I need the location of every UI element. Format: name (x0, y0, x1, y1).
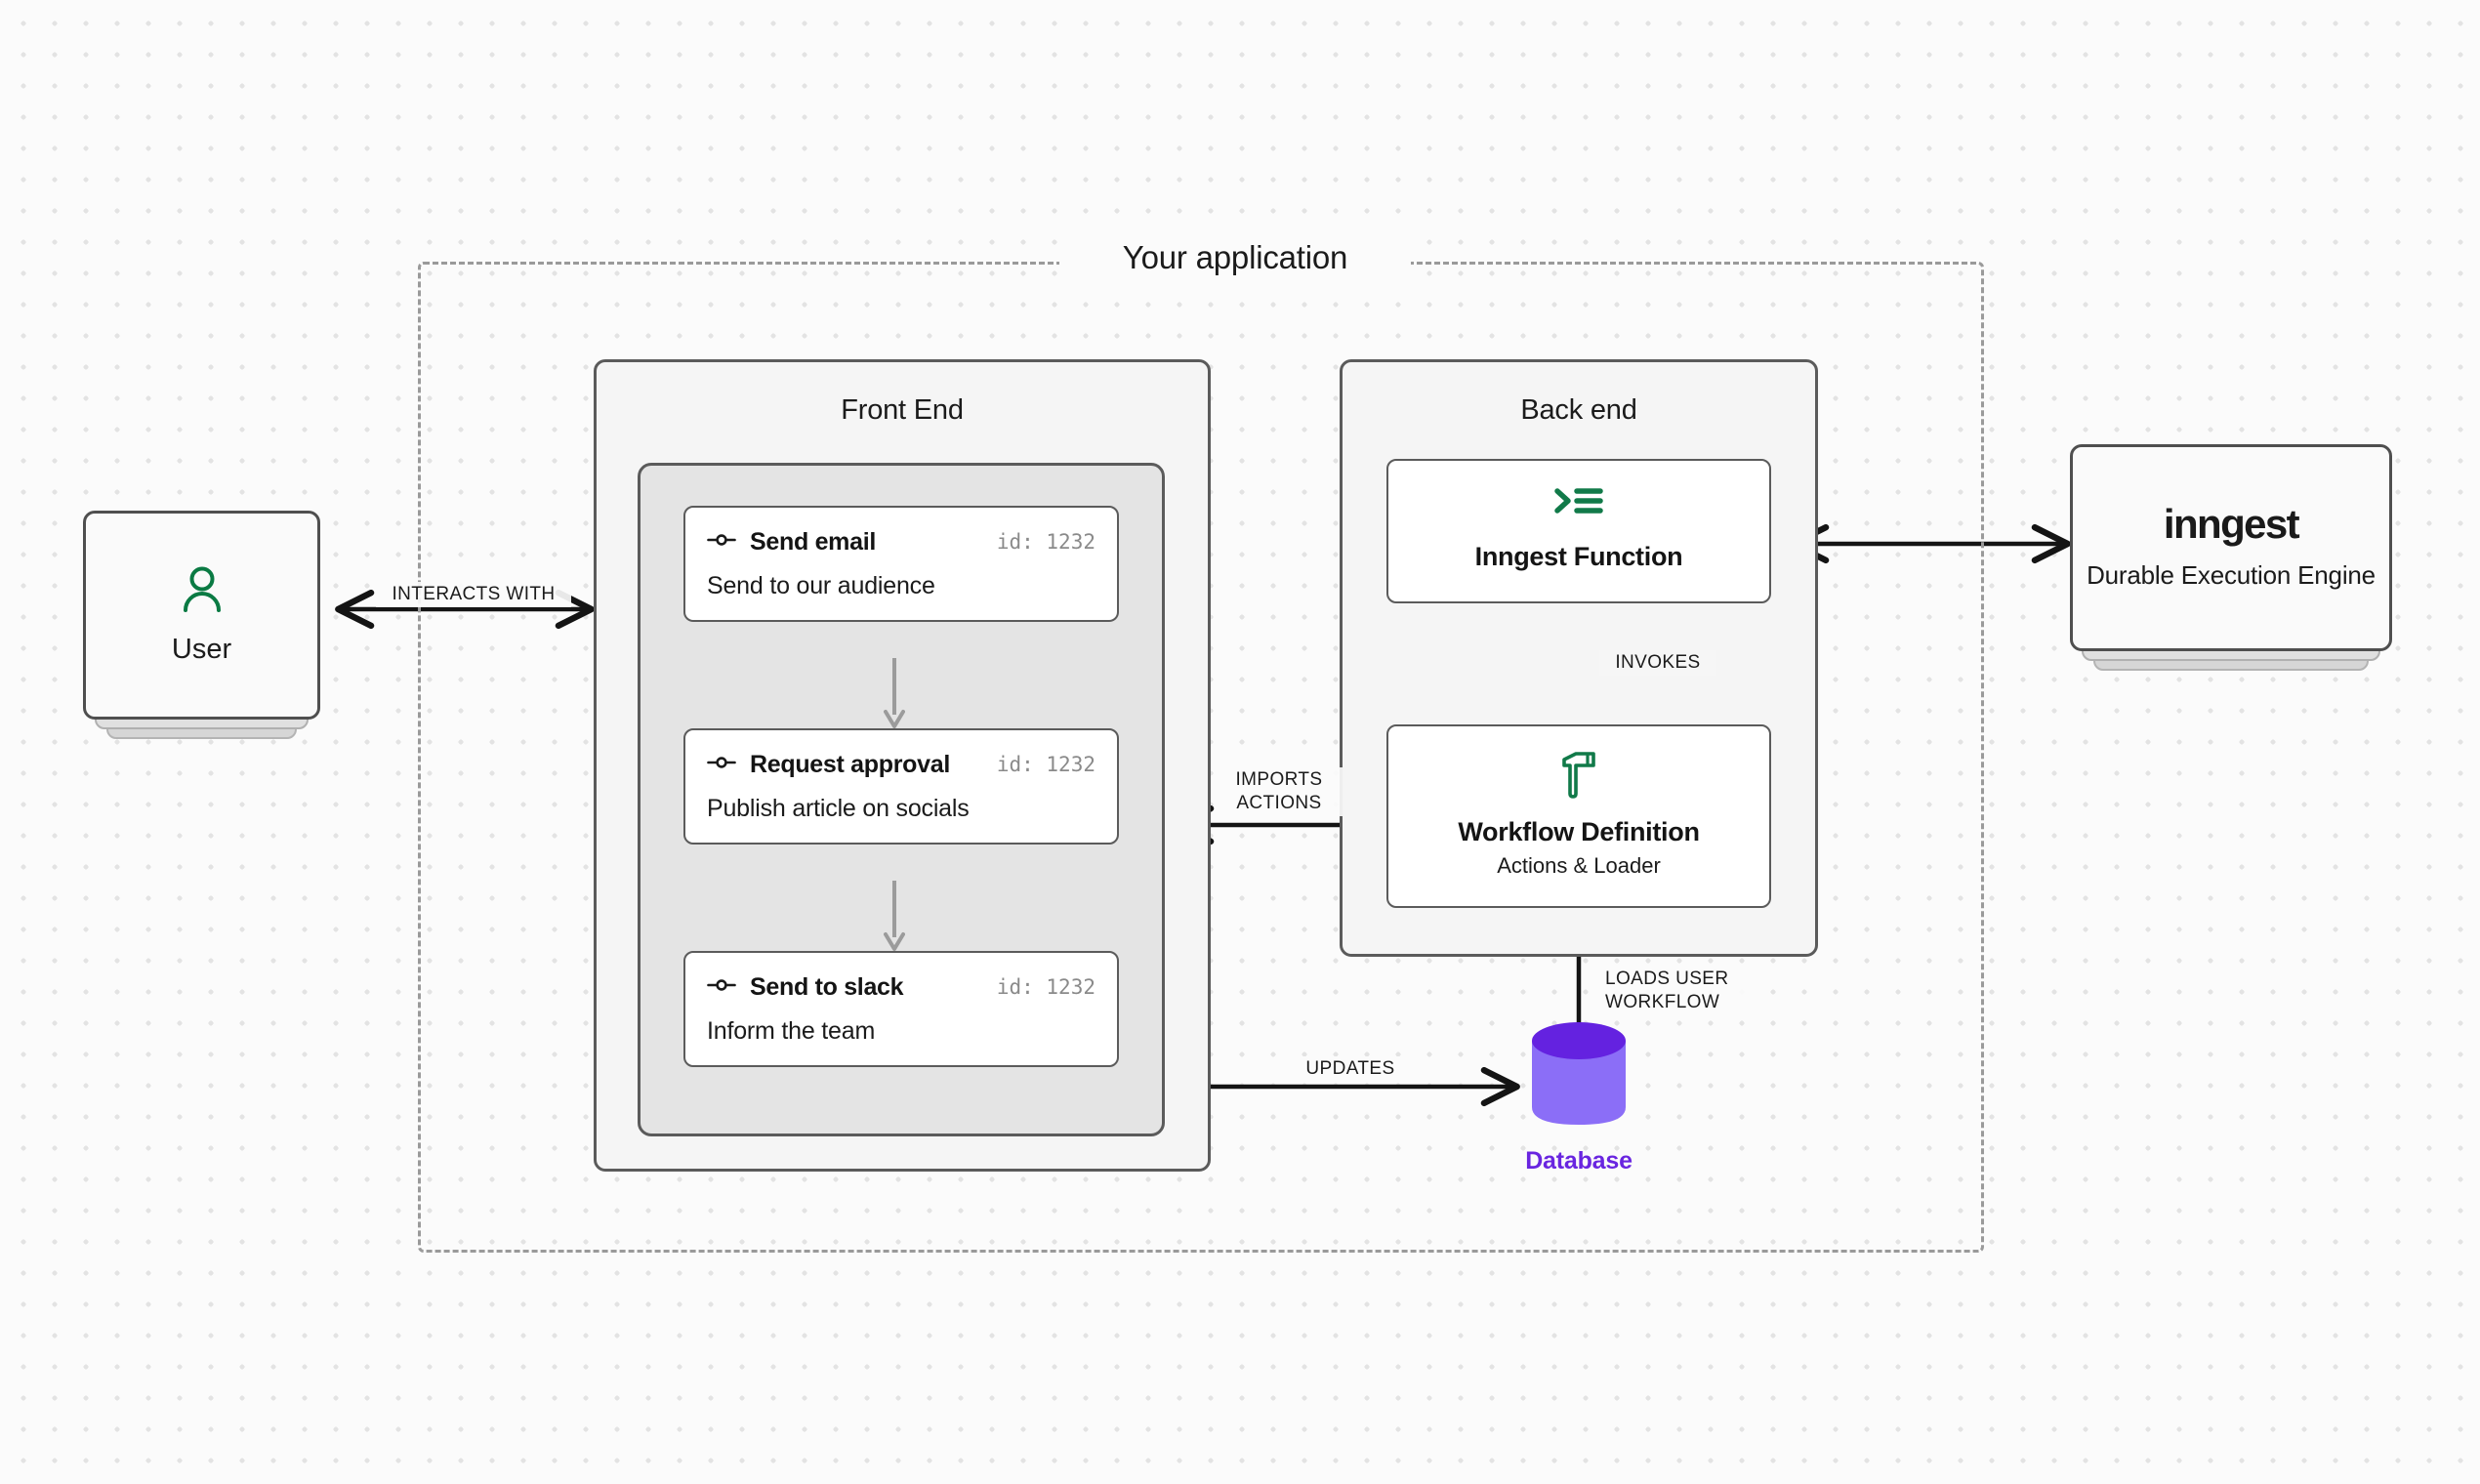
edge-label-imports-actions: IMPORTS ACTIONS (1216, 767, 1343, 816)
user-icon (179, 564, 226, 618)
workflow-card-header: Request approval id: 1232 (707, 748, 1095, 781)
workflow-card[interactable]: Send email id: 1232 Send to our audience (683, 506, 1119, 622)
workflow-definition-box[interactable]: Workflow Definition Actions & Loader (1386, 724, 1771, 908)
workflow-card-description: Inform the team (707, 1017, 876, 1045)
workflow-step-arrow (884, 881, 905, 958)
workflow-definition-title: Workflow Definition (1458, 817, 1700, 846)
database-node[interactable]: Database (1525, 1019, 1633, 1175)
workflow-card-title: Send email (750, 527, 876, 556)
workflow-card-header: Send email id: 1232 (707, 525, 1095, 558)
user-node[interactable]: User (83, 511, 320, 739)
workflow-definition-subtitle: Actions & Loader (1497, 853, 1661, 878)
inngest-node-face: inngest Durable Execution Engine (2070, 444, 2392, 651)
edge-label-interacts-with: INTERACTS WITH (376, 582, 571, 607)
database-label: Database (1525, 1147, 1633, 1175)
workflow-card-title: Send to slack (750, 972, 904, 1001)
back-end-title: Back end (1520, 394, 1637, 426)
edge-label-updates: UPDATES (1287, 1056, 1414, 1082)
front-end-title: Front End (841, 394, 964, 426)
user-node-face: User (83, 511, 320, 720)
terminal-prompt-icon (1388, 482, 1769, 528)
edge-label-invokes: INVOKES (1599, 650, 1716, 676)
workflow-card-title: Request approval (750, 750, 950, 778)
workflow-card-description: Send to our audience (707, 572, 935, 599)
workflow-card[interactable]: Send to slack id: 1232 Inform the team (683, 951, 1119, 1067)
database-cylinder-icon (1525, 1022, 1633, 1133)
workflow-card-description: Publish article on socials (707, 795, 970, 822)
inngest-node[interactable]: inngest Durable Execution Engine (2070, 444, 2392, 671)
workflow-node-icon (707, 755, 736, 775)
workflow-node-icon (707, 532, 736, 553)
workflow-node-icon (707, 977, 736, 998)
workflow-card[interactable]: Request approval id: 1232 Publish articl… (683, 728, 1119, 845)
hammer-icon (1388, 748, 1769, 804)
workflow-step-arrow (884, 658, 905, 735)
inngest-function-title: Inngest Function (1474, 542, 1683, 571)
edge-label-loads-user-workflow: LOADS USER WORKFLOW (1598, 967, 1745, 1015)
workflow-card-header: Send to slack id: 1232 (707, 970, 1095, 1004)
inngest-subtitle: Durable Execution Engine (2087, 560, 2376, 591)
your-application-title: Your application (1059, 234, 1411, 281)
workflow-card-id: id: 1232 (996, 975, 1095, 999)
workflow-card-id: id: 1232 (996, 753, 1095, 776)
user-node-label: User (171, 634, 232, 665)
workflow-card-id: id: 1232 (996, 530, 1095, 554)
inngest-function-box[interactable]: Inngest Function (1386, 459, 1771, 603)
inngest-logo: inngest (2163, 501, 2300, 548)
